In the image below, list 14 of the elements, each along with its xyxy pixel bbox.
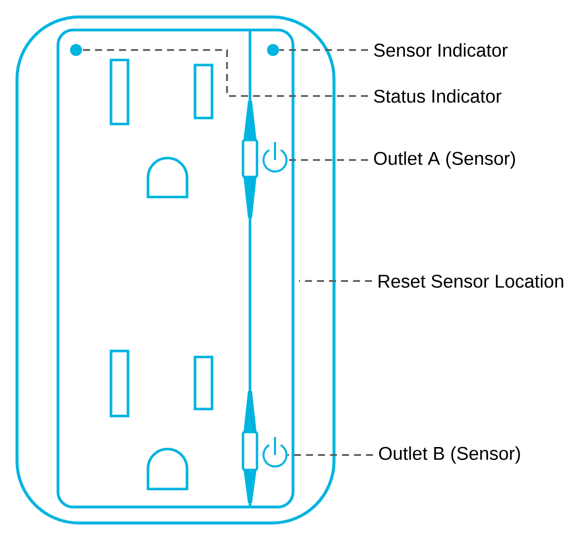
callout-label: Reset Sensor Location [378, 274, 564, 288]
power-icon [262, 437, 288, 468]
leader-line [288, 159, 368, 161]
leader-line [279, 49, 368, 51]
callout-label: Outlet B (Sensor) [379, 446, 520, 464]
leader-line [288, 454, 373, 456]
leader-line [82, 49, 368, 97]
callout-label: Outlet A (Sensor) [374, 151, 515, 169]
indicator-dot [267, 44, 279, 56]
callout-label: Status Indicator [374, 89, 502, 103]
callout-label: Sensor Indicator [374, 43, 508, 57]
indicator-dot [70, 44, 82, 56]
leader-line [299, 280, 372, 282]
power-icon [262, 142, 288, 172]
